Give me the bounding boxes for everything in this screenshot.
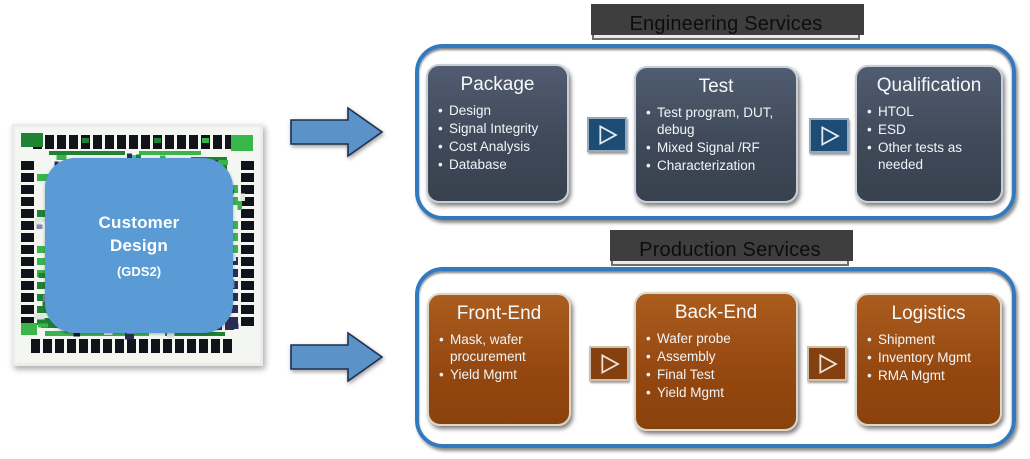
front-end-title: Front-End (456, 303, 542, 324)
logistics-bullet-list: Shipment Inventory Mgmt RMA Mgmt (857, 331, 1000, 384)
bullet-item: Yield Mgmt (439, 366, 563, 383)
bullet-item: ESD (867, 121, 995, 138)
bullet-item: HTOL (867, 103, 995, 120)
engineering-services-banner: Engineering Services (591, 4, 864, 40)
play-triangle-icon (601, 353, 620, 374)
play-triangle-icon (821, 125, 840, 146)
flow-arrow-to-production-icon (290, 331, 384, 383)
package-bullet-list: Design Signal Integrity Cost Analysis Da… (428, 102, 567, 173)
bullet-item: Assembly (646, 348, 790, 365)
engineering-services-banner-label: Engineering Services (629, 12, 823, 35)
bullet-item: Mask, wafer procurement (439, 331, 563, 365)
bullet-item: Characterization (646, 157, 779, 174)
engineering-services-frame (415, 44, 1016, 220)
qualification-title: Qualification (876, 75, 982, 96)
bullet-item: Shipment (867, 331, 994, 348)
production-services-banner-label: Production Services (639, 238, 821, 261)
back-end-title: Back-End (674, 302, 758, 323)
bullet-item: Inventory Mgmt (867, 349, 994, 366)
logistics-title: Logistics (891, 303, 966, 324)
service-box-package: Package Design Signal Integrity Cost Ana… (426, 64, 569, 203)
bullet-item: Final Test (646, 366, 790, 383)
bullet-item: Design (438, 102, 561, 119)
play-triangle-icon (819, 353, 838, 374)
bullet-item: RMA Mgmt (867, 367, 994, 384)
bullet-item: Database (438, 156, 561, 173)
engineering-step-connector-1 (587, 117, 627, 152)
flow-arrow-to-engineering-icon (290, 106, 384, 158)
test-title: Test (698, 76, 734, 97)
qualification-bullet-list: HTOL ESD Other tests as needed (857, 103, 1001, 173)
bullet-item: Cost Analysis (438, 138, 561, 155)
production-step-connector-2 (807, 346, 847, 381)
bullet-item: Test program, DUT, debug (646, 104, 779, 138)
front-end-bullet-list: Mask, wafer procurement Yield Mgmt (429, 331, 569, 383)
back-end-bullet-list: Wafer probe Assembly Final Test Yield Mg… (636, 330, 796, 401)
bullet-item: Signal Integrity (438, 120, 561, 137)
customer-design-label-line1: Customer (98, 212, 180, 232)
service-box-front-end: Front-End Mask, wafer procurement Yield … (427, 293, 571, 426)
customer-design-overlay: Customer Design (GDS2) (45, 158, 233, 333)
service-box-back-end: Back-End Wafer probe Assembly Final Test… (634, 292, 798, 431)
gds2-format-label: (GDS2) (116, 264, 162, 280)
bullet-item: Other tests as needed (867, 139, 995, 173)
customer-design-label-line2: Design (110, 235, 168, 255)
service-box-test: Test Test program, DUT, debug Mixed Sign… (634, 66, 798, 203)
production-step-connector-1 (589, 346, 629, 381)
customer-design-chip-card: Customer Design (GDS2) (12, 124, 263, 366)
test-bullet-list: Test program, DUT, debug Mixed Signal /R… (636, 104, 796, 174)
bullet-item: Yield Mgmt (646, 384, 790, 401)
package-title: Package (460, 74, 535, 95)
service-box-logistics: Logistics Shipment Inventory Mgmt RMA Mg… (855, 293, 1002, 426)
engineering-step-connector-2 (809, 118, 849, 153)
play-triangle-icon (599, 124, 618, 145)
production-services-banner: Production Services (610, 230, 853, 266)
production-services-frame (415, 267, 1016, 448)
service-box-qualification: Qualification HTOL ESD Other tests as ne… (855, 65, 1003, 203)
bullet-item: Wafer probe (646, 330, 790, 347)
bullet-item: Mixed Signal /RF (646, 139, 779, 156)
